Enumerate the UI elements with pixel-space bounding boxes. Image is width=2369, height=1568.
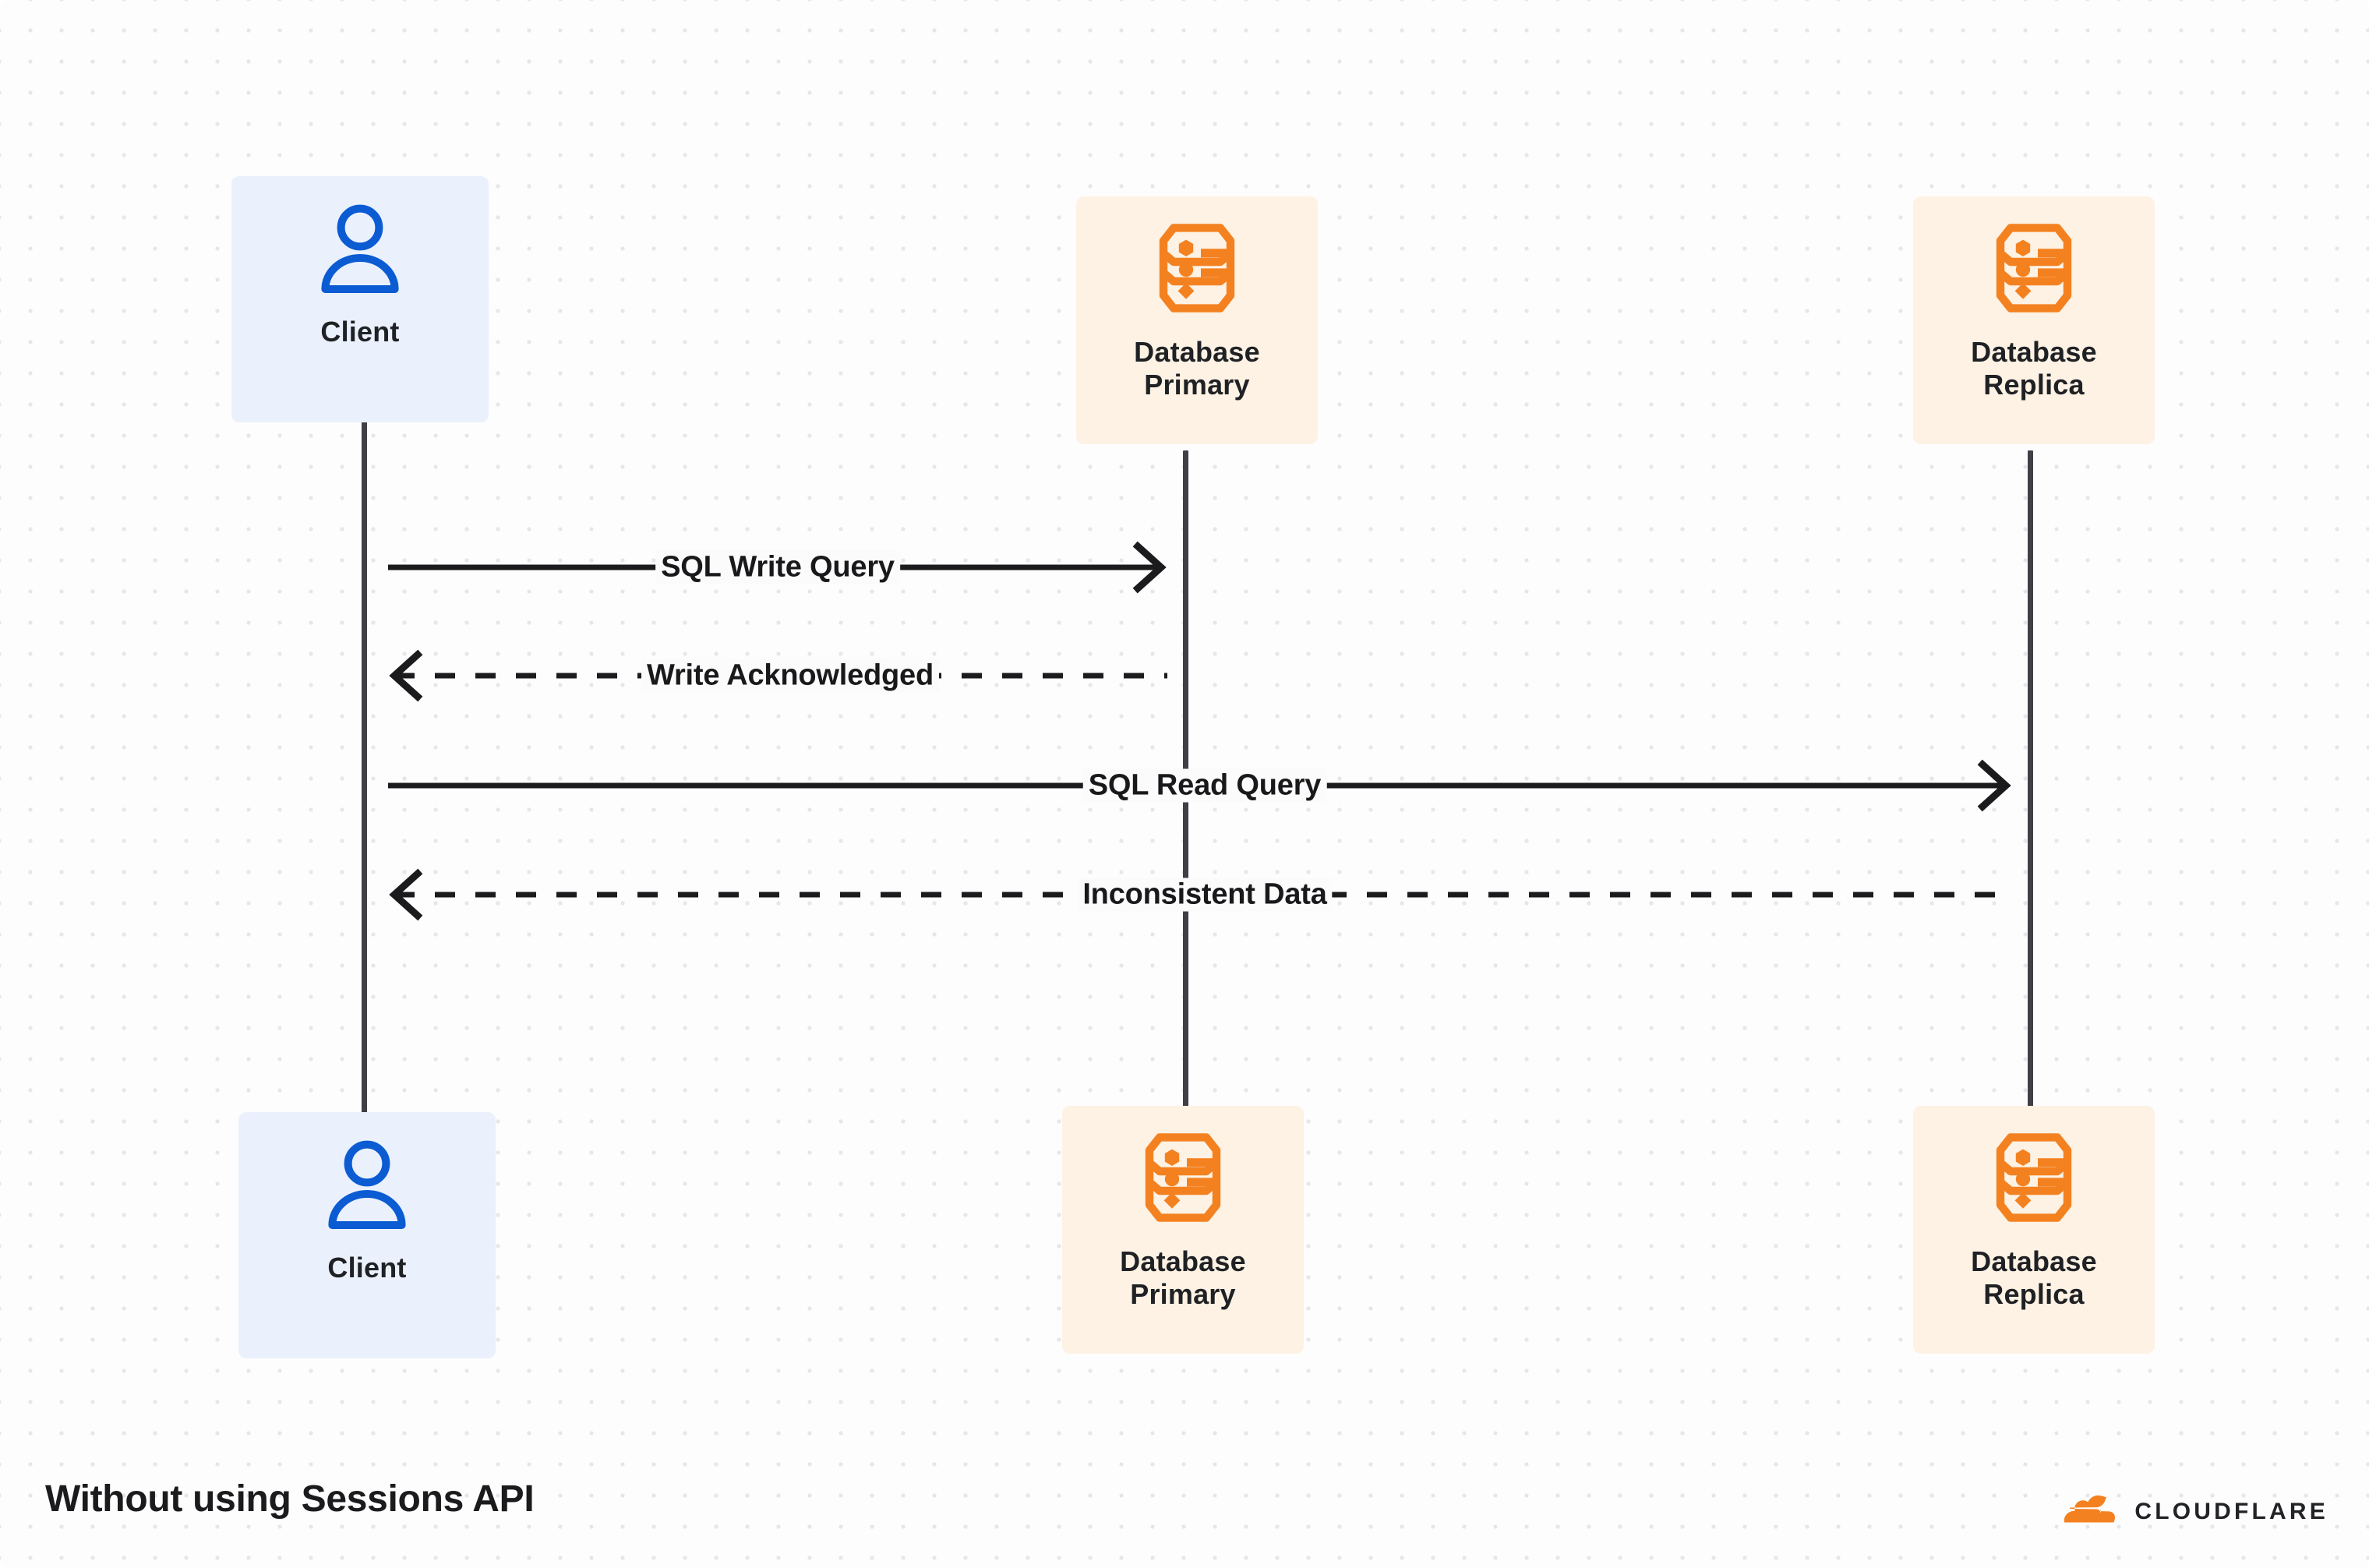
message-label: SQL Write Query <box>655 550 900 584</box>
participant-client-bottom[interactable]: Client <box>238 1112 496 1358</box>
participant-client-top[interactable]: Client <box>231 176 489 422</box>
participant-label: Database Replica <box>1971 336 2097 401</box>
message-write-acknowledged: Write Acknowledged <box>388 641 1167 711</box>
participant-label: Database Replica <box>1971 1245 2097 1310</box>
diagram-caption: Without using Sessions API <box>45 1478 535 1520</box>
message-label: Write Acknowledged <box>641 659 940 693</box>
message-sql-read-query: SQL Read Query <box>388 750 2012 821</box>
cloudflare-cloud-icon <box>2057 1493 2124 1530</box>
message-sql-write-query: SQL Write Query <box>388 532 1167 602</box>
lifeline-client <box>362 421 367 1126</box>
participant-label: Client <box>320 316 400 348</box>
database-icon <box>1139 1131 1227 1228</box>
participant-db-primary-bottom[interactable]: Database Primary <box>1062 1106 1304 1354</box>
participant-label: Client <box>327 1252 407 1284</box>
user-icon <box>319 203 401 298</box>
participant-label: Database Primary <box>1134 336 1260 401</box>
message-label: Inconsistent Data <box>1077 878 1333 912</box>
message-inconsistent-data: Inconsistent Data <box>388 860 2012 930</box>
participant-db-replica-bottom[interactable]: Database Replica <box>1913 1106 2155 1354</box>
database-icon <box>1989 1131 2078 1228</box>
participant-label: Database Primary <box>1120 1245 1246 1310</box>
database-icon <box>1989 221 2078 319</box>
participant-db-primary-top[interactable]: Database Primary <box>1076 196 1318 444</box>
user-icon <box>326 1139 408 1234</box>
cloudflare-wordmark: CLOUDFLARE <box>2134 1498 2328 1524</box>
participant-db-replica-top[interactable]: Database Replica <box>1913 196 2155 444</box>
database-icon <box>1153 221 1241 319</box>
message-label: SQL Read Query <box>1082 768 1327 803</box>
lifeline-db-replica <box>2028 450 2033 1128</box>
cloudflare-logo: CLOUDFLARE <box>2057 1493 2328 1530</box>
